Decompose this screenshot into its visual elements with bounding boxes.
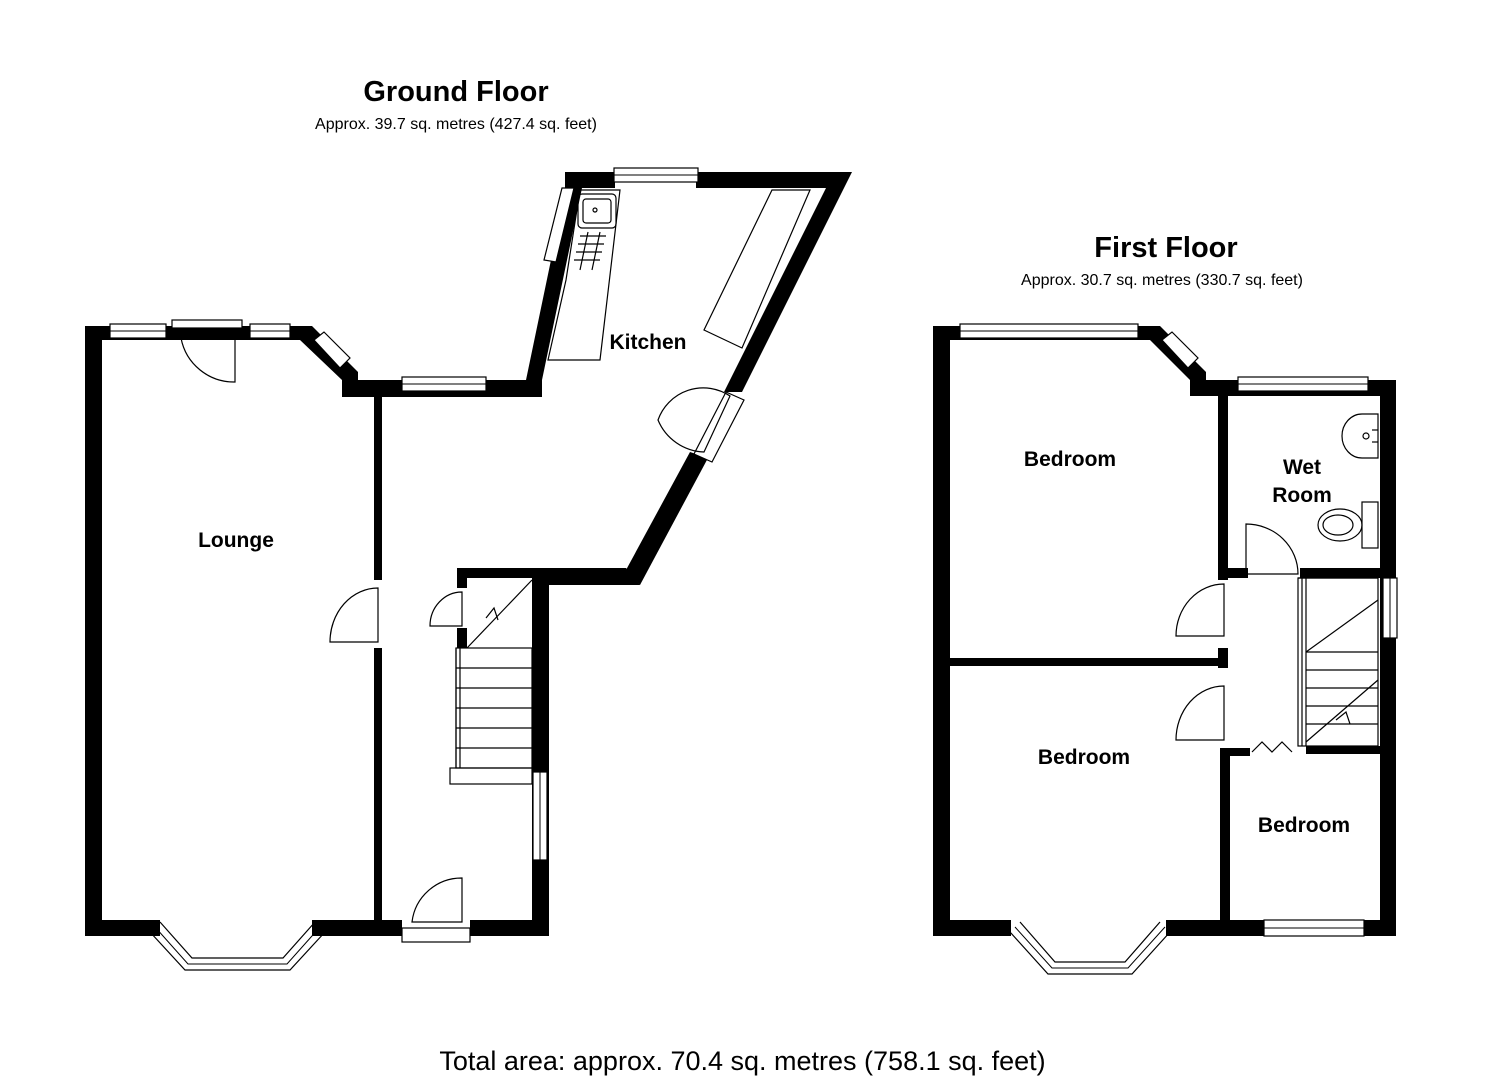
kitchen-worktop-right: [703, 189, 811, 349]
ff-left-wall: [933, 326, 950, 936]
kitchen-top-wall-right: [696, 172, 826, 188]
lounge-rear-door-swing: [180, 337, 236, 383]
ff-bedroom-divider: [950, 658, 1222, 666]
ff-bedroom1-right-wall-upper: [1218, 396, 1228, 580]
room-label-kitchen: Kitchen: [609, 331, 687, 354]
cupboard-door-swing: [429, 591, 463, 627]
kitchen-back-door-swing: [657, 387, 731, 453]
lounge-bay-corner-wall: [300, 326, 358, 396]
hall-bottom-wall-right: [470, 920, 549, 936]
ff-wetroom-basin: [1341, 413, 1379, 459]
ff-right-wall: [1380, 380, 1396, 936]
ff-bay-window-outer: [1009, 931, 1171, 975]
kitchen-worktop-left: [547, 189, 621, 361]
ground-staircase: [449, 647, 533, 785]
ground-floor-area: Approx. 39.7 sq. metres (427.4 sq. feet): [315, 116, 597, 133]
ff-bottom-wall-right: [1362, 920, 1396, 936]
kitchen-right-wall-upper: [724, 172, 852, 392]
room-label-wet-room-line2: Room: [1272, 484, 1332, 507]
total-area: Total area: approx. 70.4 sq. metres (758…: [439, 1046, 1046, 1076]
kitchen-right-wall-lower: [626, 452, 708, 585]
ground-floor-title: Ground Floor: [363, 76, 549, 108]
lounge-door-swing: [329, 587, 379, 643]
kitchen-side-window: [543, 187, 575, 263]
hall-bottom-wall-left: [380, 920, 402, 936]
room-label-bedroom-2: Bedroom: [1037, 746, 1131, 769]
ff-wetroom-toilet: [1317, 501, 1379, 549]
front-door-swing: [411, 877, 463, 923]
ff-cupboard-bifold-door: [1251, 741, 1293, 753]
ff-bedroom2-right-wall: [1220, 748, 1230, 920]
ff-bay-window-inner: [1019, 921, 1161, 963]
kitchen-bottom-wall: [542, 568, 640, 585]
lounge-bottom-wall-right: [312, 920, 402, 936]
first-floor-title: First Floor: [1094, 232, 1238, 264]
room-label-lounge: Lounge: [198, 529, 274, 552]
lounge-bottom-wall-left: [85, 920, 160, 936]
front-door-frame: [401, 927, 471, 943]
ff-bay-corner-wall: [1150, 326, 1206, 396]
ff-bedroom1-door-swing: [1175, 583, 1225, 637]
ff-bottom-wall-left: [933, 920, 1011, 936]
lounge-bay-window-inner: [159, 921, 316, 959]
room-label-bedroom-3: Bedroom: [1257, 814, 1351, 837]
kitchen-top-wall-left: [565, 172, 615, 188]
kitchen-sink: [574, 193, 617, 271]
kitchen-back-door-frame: [693, 391, 745, 463]
lounge-hall-partition-lower: [374, 648, 382, 920]
ff-side-bay-window: [1161, 331, 1199, 369]
lounge-side-bay-window: [313, 331, 351, 369]
ff-wetroom-bottom-wall-left: [1228, 568, 1248, 578]
ff-bedroom2-door-swing: [1175, 685, 1225, 741]
ff-bedroom1-right-wall-lower: [1218, 648, 1228, 668]
lounge-bay-window-outer: [149, 931, 326, 971]
ground-floor-plan: [85, 167, 852, 971]
ff-staircase: [1297, 577, 1379, 747]
room-label-wet-room-line1: Wet: [1282, 456, 1322, 479]
hall-right-wall: [532, 578, 549, 936]
lounge-hall-partition-upper: [374, 396, 382, 580]
lounge-left-wall: [85, 326, 102, 936]
room-label-bedroom-1: Bedroom: [1023, 448, 1117, 471]
ff-wetroom-door-swing: [1245, 523, 1299, 575]
ff-bottom-wall-mid: [1166, 920, 1266, 936]
first-floor-plan: [933, 323, 1398, 975]
understairs-cupboard-top: [457, 568, 549, 578]
lounge-rear-door-frame: [171, 319, 243, 329]
kitchen-left-wall: [526, 188, 582, 380]
understairs-cupboard-left: [457, 568, 467, 588]
ff-wetroom-bottom-wall-right: [1300, 568, 1380, 578]
first-floor-area: Approx. 30.7 sq. metres (330.7 sq. feet): [1021, 272, 1303, 289]
ff-stair-bottom-wall: [1306, 746, 1380, 754]
